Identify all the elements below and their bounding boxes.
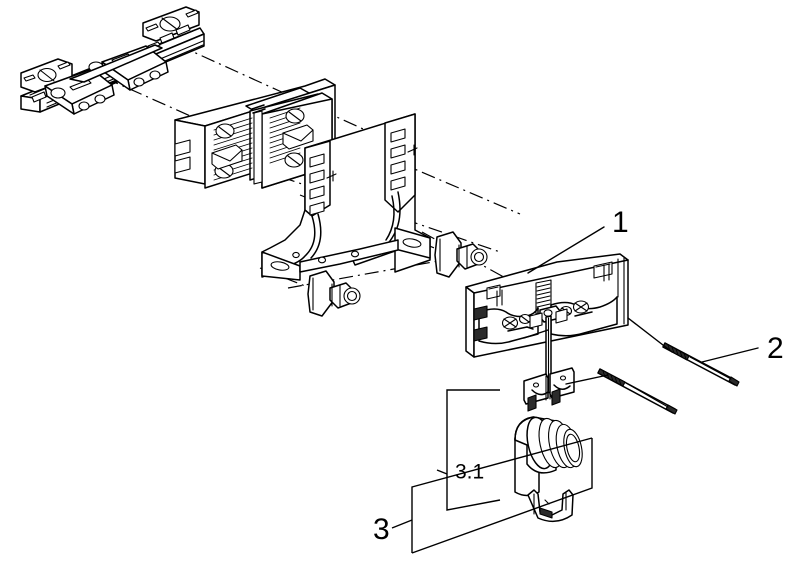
leader-line-1: [527, 226, 605, 274]
leader-line-rod-upper: [627, 317, 673, 353]
callout-label-3: 3: [373, 513, 390, 546]
insulation-cutout-left: [211, 144, 243, 170]
angle-connector-left: [307, 270, 361, 317]
callout-labels: 1 2 3 3.1: [373, 206, 784, 546]
bracket-slots-left: [309, 153, 325, 216]
insulation-cutout-right: [282, 124, 314, 150]
bracket-slots-right: [390, 128, 406, 191]
leader-line-2: [701, 347, 759, 363]
rail-end-plate-right: [142, 6, 200, 42]
angle-connector-right: [434, 231, 488, 278]
rail-end-plate-left: [20, 58, 73, 93]
insulation-block: [174, 78, 336, 189]
mounting-bracket: [261, 113, 431, 281]
callout-leaders: [523, 226, 759, 385]
elbow-connector: [514, 416, 583, 497]
wall-rail-frame-assembly: [20, 6, 205, 115]
callout-label-3-1: 3.1: [455, 461, 484, 484]
retaining-clip: [527, 489, 574, 523]
pipe-saddle-bracket: [523, 367, 575, 412]
group-bracket-3: [391, 437, 593, 554]
callout-label-1: 1: [612, 206, 629, 239]
leader-line-rod-lower: [565, 374, 609, 385]
rail-crossbar: [69, 44, 163, 83]
rail-fastener-tabs: [31, 24, 191, 103]
leader-line-rod: [523, 329, 549, 339]
threaded-rod-lower: [597, 368, 678, 415]
insulation-center-groove: [251, 104, 266, 185]
callout-label-2: 2: [767, 332, 784, 365]
group-bracket-3-1: [436, 389, 501, 511]
